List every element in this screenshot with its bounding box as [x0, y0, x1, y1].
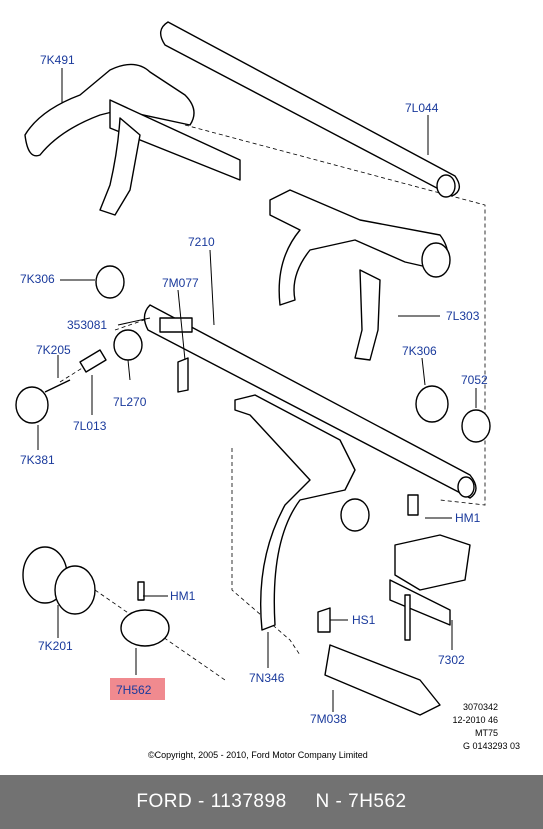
label-HM1-right: HM1 — [455, 511, 481, 525]
code-line-4: G 0143293 03 — [463, 741, 520, 751]
label-7210: 7210 — [188, 235, 215, 249]
label-7052: 7052 — [461, 373, 488, 387]
label-7L270: 7L270 — [113, 395, 147, 409]
fork-7L303 — [269, 189, 451, 361]
label-7K491: 7K491 — [40, 53, 75, 67]
label-7L303: 7L303 — [446, 309, 480, 323]
label-HM1-left: HM1 — [170, 589, 196, 603]
label-7L013: 7L013 — [73, 419, 107, 433]
label-7K306-top: 7K306 — [20, 272, 55, 286]
label-7M038: 7M038 — [310, 712, 347, 726]
leader-lines — [37, 68, 477, 712]
rod-7L044 — [160, 21, 460, 198]
label-7L044: 7L044 — [405, 101, 439, 115]
code-line-1: 3070342 — [463, 702, 498, 712]
footer-bar: FORD - 1137898 N - 7H562 — [0, 775, 543, 829]
label-7K306-right: 7K306 — [402, 344, 437, 358]
label-7H562: 7H562 — [116, 683, 152, 697]
diagram-svg: 7K491 7L044 7210 7K306 7M077 353081 7K20… — [15, 21, 520, 760]
label-353081: 353081 — [67, 318, 107, 332]
label-7N346: 7N346 — [249, 671, 285, 685]
shaft-7210 — [143, 304, 477, 499]
label-7K381: 7K381 — [20, 453, 55, 467]
label-7M077: 7M077 — [162, 276, 199, 290]
small-parts — [15, 265, 491, 716]
label-7K201: 7K201 — [38, 639, 73, 653]
highlight-box — [110, 678, 165, 700]
fork-7N346 — [234, 394, 370, 631]
label-7K205: 7K205 — [36, 343, 71, 357]
fork-7K491 — [24, 63, 241, 216]
parts-diagram: 7K491 7L044 7210 7K306 7M077 353081 7K20… — [15, 21, 520, 760]
label-HS1: HS1 — [352, 613, 376, 627]
code-line-2: 12-2010 46 — [452, 715, 498, 725]
drawing-codes: 3070342 12-2010 46 MT75 G 0143293 03 — [452, 702, 520, 751]
label-7302: 7302 — [438, 653, 465, 667]
footer-part-number: FORD - 1137898 N - 7H562 — [136, 791, 407, 812]
copyright-text: ©Copyright, 2005 - 2010, Ford Motor Comp… — [148, 750, 368, 760]
code-line-3: MT75 — [475, 728, 498, 738]
part-labels: 7K491 7L044 7210 7K306 7M077 353081 7K20… — [20, 53, 488, 726]
